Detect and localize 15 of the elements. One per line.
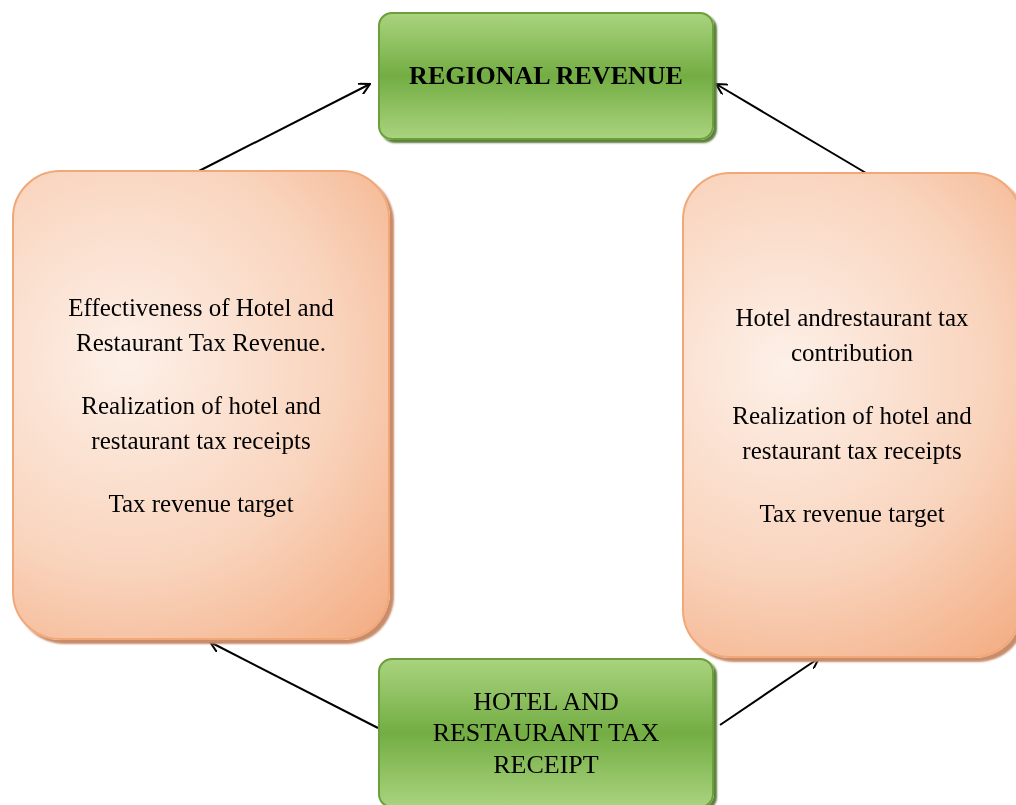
arrow xyxy=(209,640,379,729)
box-text: Realization of hotel and restaurant tax receipts xyxy=(80,390,322,456)
process-box xyxy=(378,658,714,805)
rounded-box xyxy=(12,170,390,640)
box-text: Tax revenue target xyxy=(759,498,945,529)
process-box xyxy=(378,12,714,140)
box-text: REGIONAL REVENUE xyxy=(409,60,683,92)
arrow xyxy=(719,657,820,726)
box-text: Effectiveness of Hotel and Restaurant Tax Revenue. xyxy=(67,292,335,358)
box-text: Realization of hotel and restaurant tax receipts xyxy=(731,400,973,466)
box-text: HOTEL AND RESTAURANT TAX RECEIPT xyxy=(431,686,661,780)
rounded-box xyxy=(682,172,1016,658)
arrow xyxy=(715,83,867,174)
box-text: Tax revenue target xyxy=(108,488,294,519)
box-text: Hotel andrestaurant tax contribution xyxy=(734,302,970,368)
